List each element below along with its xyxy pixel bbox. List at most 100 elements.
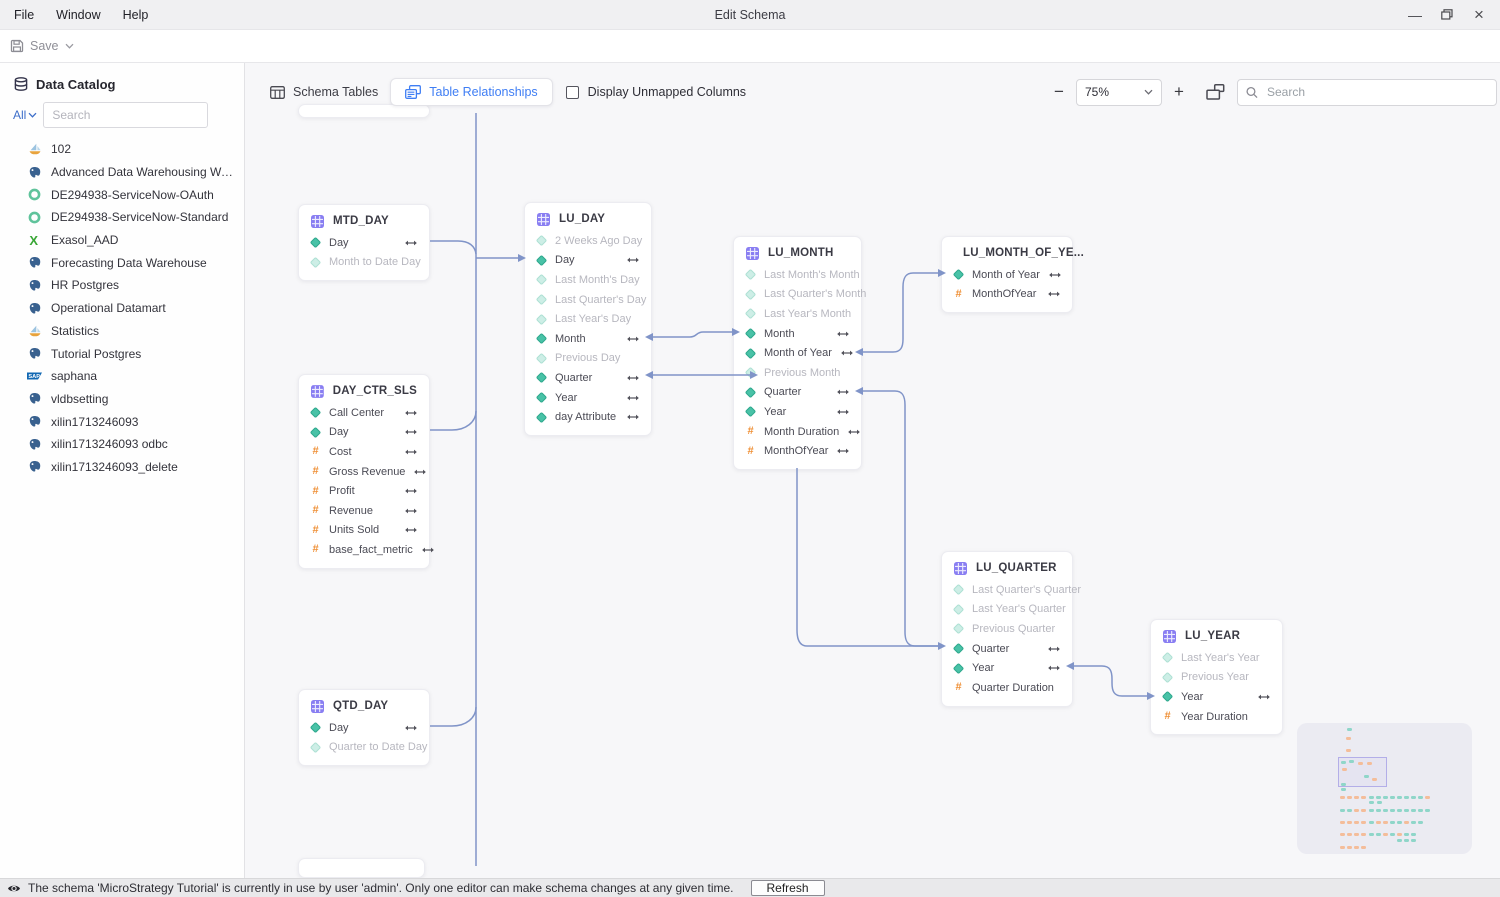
catalog-filter-dropdown[interactable]: All <box>13 108 37 122</box>
save-button[interactable]: Save <box>30 39 59 53</box>
field-link-icon[interactable] <box>413 468 427 476</box>
canvas-search-box[interactable] <box>1237 78 1497 106</box>
table-field-row[interactable]: #base_fact_metric <box>299 540 434 560</box>
catalog-item-102[interactable]: 102 <box>0 138 244 161</box>
field-link-icon[interactable] <box>404 409 418 417</box>
table-field-row[interactable]: #MonthOfYear <box>942 285 1072 305</box>
field-link-icon[interactable] <box>836 408 850 416</box>
table-field-row[interactable]: #Cost <box>299 442 429 462</box>
catalog-item-xilin1713246093-odbc[interactable]: xilin1713246093 odbc <box>0 433 244 456</box>
table-field-row[interactable]: Previous Year <box>1151 668 1282 688</box>
table-field-row[interactable]: Previous Day <box>525 349 651 369</box>
field-link-icon[interactable] <box>404 507 418 515</box>
table-field-row[interactable]: Last Month's Day <box>525 270 651 290</box>
catalog-item-xilin1713246093[interactable]: xilin1713246093 <box>0 410 244 433</box>
table-field-row[interactable]: Previous Month <box>734 363 861 383</box>
table-field-row[interactable]: Year <box>734 402 861 422</box>
table-field-row[interactable]: #Profit <box>299 481 429 501</box>
field-link-icon[interactable] <box>836 447 850 455</box>
catalog-item-de294938-servicenow-standard[interactable]: DE294938-ServiceNow-Standard <box>0 206 244 229</box>
table-field-row[interactable]: Month of Year <box>942 265 1072 285</box>
field-link-icon[interactable] <box>404 724 418 732</box>
catalog-search-input[interactable] <box>43 102 209 128</box>
table-field-row[interactable]: Last Year's Year <box>1151 648 1282 668</box>
table-field-row[interactable]: Last Year's Day <box>525 309 651 329</box>
table-field-row[interactable]: Month <box>734 324 861 344</box>
table-field-row[interactable]: Previous Quarter <box>942 619 1072 639</box>
field-link-icon[interactable] <box>847 428 861 436</box>
table-field-row[interactable]: Last Quarter's Quarter <box>942 580 1081 600</box>
table-field-row[interactable]: day Attribute <box>525 407 651 427</box>
restore-button[interactable] <box>1434 4 1460 26</box>
table-field-row[interactable]: Last Year's Quarter <box>942 600 1072 620</box>
save-dropdown-chevron-icon[interactable] <box>65 43 74 49</box>
field-link-icon[interactable] <box>404 487 418 495</box>
field-link-icon[interactable] <box>626 374 640 382</box>
menu-window[interactable]: Window <box>56 7 101 22</box>
table-field-row[interactable]: Quarter to Date Day <box>299 738 429 758</box>
catalog-item-xilin1713246093-delete[interactable]: xilin1713246093_delete <box>0 456 244 479</box>
schema-table-lu-month-of-ye[interactable]: LU_MONTH_OF_YE...Month of Year#MonthOfYe… <box>941 236 1084 314</box>
catalog-item-statistics[interactable]: Statistics <box>0 320 244 343</box>
field-link-icon[interactable] <box>404 526 418 534</box>
table-relationships-tab[interactable]: Table Relationships <box>390 78 553 106</box>
field-link-icon[interactable] <box>1257 693 1271 701</box>
canvas-search-input[interactable] <box>1264 84 1488 100</box>
field-link-icon[interactable] <box>404 448 418 456</box>
table-field-row[interactable]: Last Quarter's Day <box>525 290 651 310</box>
table-field-row[interactable]: #Revenue <box>299 501 429 521</box>
table-field-row[interactable]: #Gross Revenue <box>299 462 429 482</box>
catalog-item-advanced-data-warehousing-war[interactable]: Advanced Data Warehousing War... <box>0 161 244 184</box>
table-field-row[interactable]: Year <box>525 388 651 408</box>
close-button[interactable]: × <box>1474 4 1484 24</box>
schema-table-partial[interactable] <box>298 104 430 118</box>
table-field-row[interactable]: Last Year's Month <box>734 304 861 324</box>
table-field-row[interactable]: Last Month's Month <box>734 265 861 285</box>
catalog-item-hr-postgres[interactable]: HR Postgres <box>0 274 244 297</box>
catalog-item-vldbsetting[interactable]: vldbsetting <box>0 388 244 411</box>
field-link-icon[interactable] <box>421 546 435 554</box>
schema-table-partial[interactable] <box>298 858 425 878</box>
field-link-icon[interactable] <box>1047 290 1061 298</box>
field-link-icon[interactable] <box>836 388 850 396</box>
table-field-row[interactable]: Month of Year <box>734 343 861 363</box>
field-link-icon[interactable] <box>404 239 418 247</box>
table-field-row[interactable]: 2 Weeks Ago Day <box>525 231 651 251</box>
table-field-row[interactable]: Month to Date Day <box>299 253 429 273</box>
table-field-row[interactable]: Call Center <box>299 403 429 423</box>
table-field-row[interactable]: Month <box>525 329 651 349</box>
table-field-row[interactable]: #MonthOfYear <box>734 441 861 461</box>
field-link-icon[interactable] <box>626 413 640 421</box>
table-field-row[interactable]: Day <box>299 233 429 253</box>
catalog-item-operational-datamart[interactable]: Operational Datamart <box>0 297 244 320</box>
field-link-icon[interactable] <box>1048 271 1062 279</box>
auto-arrange-button[interactable] <box>1206 84 1225 100</box>
catalog-item-forecasting-data-warehouse[interactable]: Forecasting Data Warehouse <box>0 251 244 274</box>
table-field-row[interactable]: Quarter <box>525 368 651 388</box>
table-field-row[interactable]: Year <box>942 658 1072 678</box>
zoom-in-button[interactable]: + <box>1174 82 1184 101</box>
display-unmapped-checkbox[interactable] <box>565 85 579 99</box>
field-link-icon[interactable] <box>1047 664 1061 672</box>
table-field-row[interactable]: #Quarter Duration <box>942 678 1072 698</box>
field-link-icon[interactable] <box>626 335 640 343</box>
minimap[interactable] <box>1297 723 1472 854</box>
schema-tables-tab[interactable]: Schema Tables <box>270 85 378 99</box>
table-field-row[interactable]: #Month Duration <box>734 422 861 442</box>
table-field-row[interactable]: #Units Sold <box>299 521 429 541</box>
table-field-row[interactable]: Year <box>1151 687 1282 707</box>
table-field-row[interactable]: #Year Duration <box>1151 707 1282 727</box>
display-unmapped-columns-option[interactable]: Display Unmapped Columns <box>565 85 746 99</box>
field-link-icon[interactable] <box>626 256 640 264</box>
field-link-icon[interactable] <box>840 349 854 357</box>
